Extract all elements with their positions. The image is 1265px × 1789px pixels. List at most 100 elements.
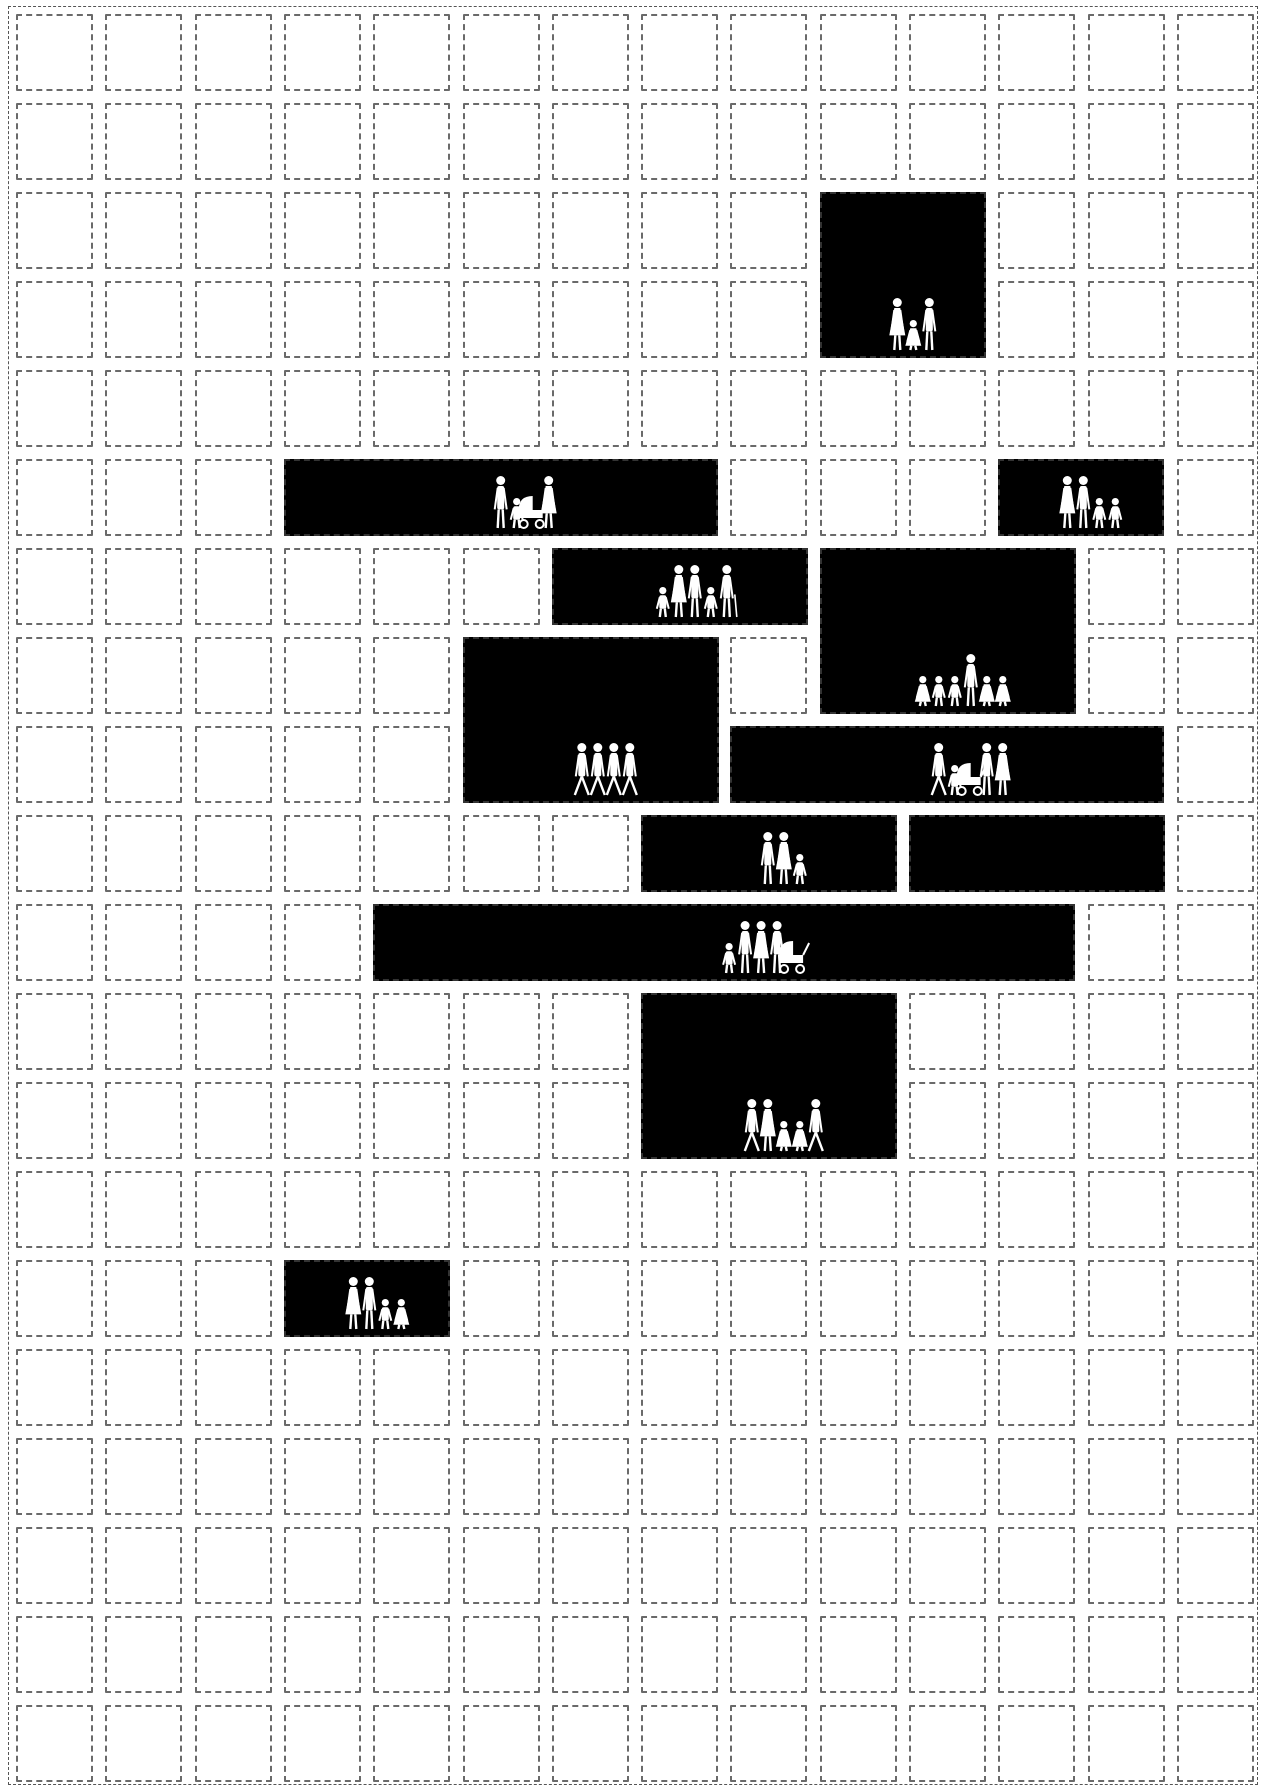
grid-cell: [284, 637, 361, 714]
person-silhouette-icon: [591, 743, 605, 795]
grid-cell: [552, 1260, 629, 1337]
grid-cell: [1177, 1349, 1254, 1426]
grid-cell: [105, 1705, 182, 1782]
grid-cell: [195, 370, 272, 447]
grid-cell: [463, 1616, 540, 1693]
grid-cell: [552, 1438, 629, 1515]
grid-cell: [1088, 103, 1165, 180]
grid-cell: [105, 14, 182, 91]
person-silhouette-icon: [889, 298, 905, 350]
grid-cell: [998, 14, 1075, 91]
grid-cell: [105, 1171, 182, 1248]
person-silhouette-icon: [932, 743, 946, 795]
grid-cell: [909, 1349, 986, 1426]
grid-cell: [820, 1349, 897, 1426]
grid-cell: [730, 1438, 807, 1515]
grid-cell: [195, 103, 272, 180]
grid-cell: [998, 1705, 1075, 1782]
grid-cell: [195, 548, 272, 625]
grid-cell: [909, 103, 986, 180]
grid-cell: [730, 103, 807, 180]
grid-cell: [105, 726, 182, 803]
grid-cell: [195, 1349, 272, 1426]
merged-black-block: [909, 815, 1165, 892]
grid-cell: [463, 1171, 540, 1248]
grid-cell: [1088, 1527, 1165, 1604]
grid-cell: [1088, 370, 1165, 447]
grid-cell: [552, 1082, 629, 1159]
grid-cell: [284, 993, 361, 1070]
person-silhouette-icon: [981, 743, 993, 795]
grid-cell: [463, 103, 540, 180]
grid-cell: [730, 370, 807, 447]
grid-cell: [730, 637, 807, 714]
grid-cell: [105, 370, 182, 447]
grid-cell: [373, 1349, 450, 1426]
person-silhouette-icon: [995, 743, 1011, 795]
grid-cell: [373, 370, 450, 447]
grid-cell: [16, 1438, 93, 1515]
person-silhouette-icon: [379, 1299, 391, 1329]
grid-cell: [730, 1260, 807, 1337]
grid-cell: [16, 103, 93, 180]
grid-cell: [463, 14, 540, 91]
grid-cell: [195, 993, 272, 1070]
grid-cell: [909, 1171, 986, 1248]
grid-cell: [1177, 459, 1254, 536]
grid-cell: [16, 1082, 93, 1159]
grid-cell: [909, 1082, 986, 1159]
grid-cell: [284, 370, 361, 447]
grid-cell: [641, 14, 718, 91]
grid-cell: [105, 1527, 182, 1604]
grid-cell: [1177, 103, 1254, 180]
merged-black-block: [463, 637, 719, 803]
grid-cell: [463, 1705, 540, 1782]
grid-cell: [998, 281, 1075, 358]
people-silhouettes: [465, 738, 721, 798]
grid-cell: [1088, 1616, 1165, 1693]
grid-cell: [373, 993, 450, 1070]
person-silhouette-icon: [753, 921, 769, 973]
grid-cell: [998, 192, 1075, 269]
grid-cell: [284, 1527, 361, 1604]
grid-cell: [16, 904, 93, 981]
grid-cell: [1088, 548, 1165, 625]
grid-cell: [730, 14, 807, 91]
grid-cell: [16, 726, 93, 803]
grid-cell: [284, 548, 361, 625]
grid-cell: [373, 726, 450, 803]
grid-cell: [998, 993, 1075, 1070]
grid-cell: [909, 1616, 986, 1693]
grid-cell: [105, 1438, 182, 1515]
grid-cell: [195, 904, 272, 981]
grid-cell: [195, 14, 272, 91]
people-silhouettes: [286, 471, 720, 531]
grid-cell: [1177, 904, 1254, 981]
person-silhouette-icon: [779, 941, 809, 973]
grid-cell: [373, 281, 450, 358]
people-silhouettes: [375, 916, 1077, 976]
person-silhouette-icon: [776, 1121, 792, 1151]
person-silhouette-icon: [1077, 476, 1089, 528]
grid-cell: [552, 192, 629, 269]
grid-cell: [552, 14, 629, 91]
grid-cell: [16, 815, 93, 892]
grid-cell: [373, 192, 450, 269]
person-silhouette-icon: [541, 476, 557, 528]
grid-cell: [195, 1705, 272, 1782]
grid-cell: [730, 1705, 807, 1782]
grid-cell: [1088, 281, 1165, 358]
grid-cell: [641, 1438, 718, 1515]
person-silhouette-icon: [393, 1299, 409, 1329]
grid-cell: [909, 1438, 986, 1515]
grid-cell: [195, 281, 272, 358]
grid-cell: [730, 1349, 807, 1426]
grid-cell: [16, 370, 93, 447]
grid-cell: [284, 1705, 361, 1782]
grid-cell: [552, 370, 629, 447]
merged-black-block: [284, 459, 718, 536]
grid-cell: [284, 1171, 361, 1248]
grid-cell: [1177, 1438, 1254, 1515]
grid-cell: [1088, 1349, 1165, 1426]
